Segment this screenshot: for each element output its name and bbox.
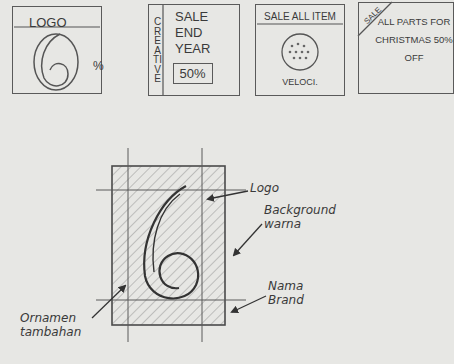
logo-swirl	[34, 34, 78, 90]
annotation-label: Ornamen tambahan	[20, 312, 100, 340]
annotation-label: Nama Brand	[268, 280, 320, 308]
poster-thumbnail: LOGO%	[12, 6, 102, 94]
sale-text: SALE ALL ITEM	[258, 11, 342, 23]
sale-text: SALE END YEAR	[175, 9, 225, 57]
promo-text: ALL PARTS FOR CHRISTMAS 50% OFF	[375, 13, 453, 67]
logo-swirl	[153, 194, 180, 272]
annotation-label: Background warna	[264, 204, 342, 232]
logo-swirl	[144, 186, 198, 298]
vertical-word: CREATIVE	[153, 17, 162, 84]
annotation-label: Logo	[250, 182, 310, 196]
grid-lines	[96, 148, 246, 342]
logo-text: LOGO	[29, 15, 79, 31]
divider-line	[162, 4, 163, 96]
discount-text: 50%	[174, 66, 211, 82]
brand-text: VELOCI.	[258, 77, 342, 88]
poster-thumbnail: SALE ALL ITEM VELOCI.	[255, 4, 345, 96]
logo-swirl	[42, 34, 68, 86]
poster-thumbnail: CREATIVE SALE END YEAR 50%	[148, 4, 240, 96]
percent-mark: %	[93, 59, 107, 73]
discount-box: 50%	[173, 63, 213, 84]
leader-arrow	[92, 191, 266, 318]
dot-pattern	[289, 43, 310, 60]
title-rule	[257, 23, 343, 24]
logo-circle	[282, 34, 318, 70]
poster-thumbnail: SALEALL PARTS FOR CHRISTMAS 50% OFF	[358, 2, 454, 94]
